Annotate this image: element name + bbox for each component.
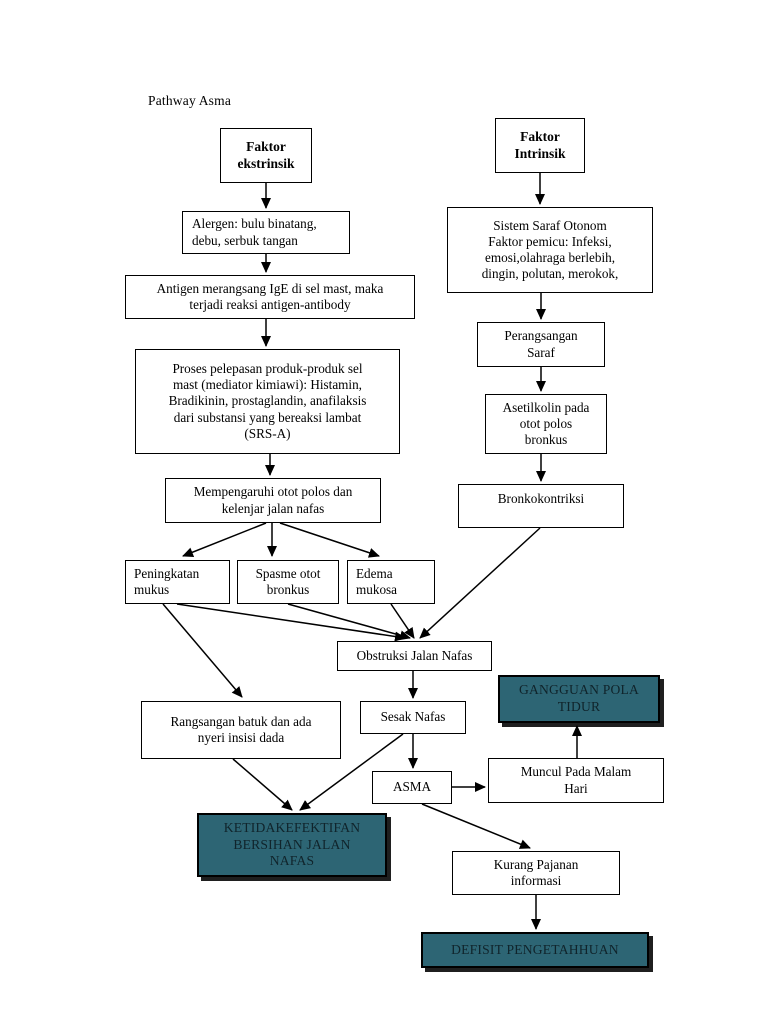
edge-bronkokontriksi-obstruksi bbox=[419, 527, 541, 639]
node-faktor-intrinsik[interactable]: Faktor Intrinsik bbox=[495, 118, 585, 173]
node-ketidakefektifan-bersihan-jalan-nafas[interactable]: KETIDAKEFEKTIFAN BERSIHAN JALAN NAFAS bbox=[197, 813, 387, 877]
edge-mempengaruhi-peningkatan bbox=[182, 522, 267, 557]
node-mempengaruhi-otot-polos[interactable]: Mempengaruhi otot polos dan kelenjar jal… bbox=[165, 478, 381, 523]
node-peningkatan-mukus[interactable]: Peningkatan mukus bbox=[125, 560, 230, 604]
node-defisit-pengetahuan[interactable]: DEFISIT PENGETAHHUAN bbox=[421, 932, 649, 968]
edge-asma-kurangpajanan bbox=[421, 803, 531, 849]
node-muncul-pada-malam-hari[interactable]: Muncul Pada Malam Hari bbox=[488, 758, 664, 803]
node-gangguan-pola-tidur[interactable]: GANGGUAN POLA TIDUR bbox=[498, 675, 660, 723]
edge-peningkatan-obstruksi bbox=[176, 603, 406, 642]
edge-spasme-obstruksi bbox=[287, 603, 411, 641]
edge-rangsangan-ketidakefektifan bbox=[232, 758, 293, 811]
node-proses-pelepasan[interactable]: Proses pelepasan produk-produk sel mast … bbox=[135, 349, 400, 454]
node-antigen-ige[interactable]: Antigen merangsang IgE di sel mast, maka… bbox=[125, 275, 415, 319]
page-title: Pathway Asma bbox=[148, 93, 232, 108]
node-spasme-otot-bronkus[interactable]: Spasme otot bronkus bbox=[237, 560, 339, 604]
node-asetilkolin[interactable]: Asetilkolin pada otot polos bronkus bbox=[485, 394, 607, 454]
node-kurang-pajanan-informasi[interactable]: Kurang Pajanan informasi bbox=[452, 851, 620, 895]
node-asma[interactable]: ASMA bbox=[372, 771, 452, 804]
node-sistem-saraf-otonom[interactable]: Sistem Saraf Otonom Faktor pemicu: Infek… bbox=[447, 207, 653, 293]
node-perangsangan-saraf[interactable]: Perangsangan Saraf bbox=[477, 322, 605, 367]
edge-edema-obstruksi bbox=[390, 603, 415, 639]
edge-mempengaruhi-edema bbox=[279, 522, 380, 558]
node-alergen[interactable]: Alergen: bulu binatang, debu, serbuk tan… bbox=[182, 211, 350, 254]
node-faktor-ekstrinsik[interactable]: Faktor ekstrinsik bbox=[220, 128, 312, 183]
edge-peningkatan-rangsangan bbox=[162, 603, 243, 698]
node-edema-mukosa[interactable]: Edema mukosa bbox=[347, 560, 435, 604]
node-bronkokontriksi[interactable]: Bronkokontriksi bbox=[458, 484, 624, 528]
node-rangsangan-batuk[interactable]: Rangsangan batuk dan ada nyeri insisi da… bbox=[141, 701, 341, 759]
node-sesak-nafas[interactable]: Sesak Nafas bbox=[360, 701, 466, 734]
node-obstruksi-jalan-nafas[interactable]: Obstruksi Jalan Nafas bbox=[337, 641, 492, 671]
